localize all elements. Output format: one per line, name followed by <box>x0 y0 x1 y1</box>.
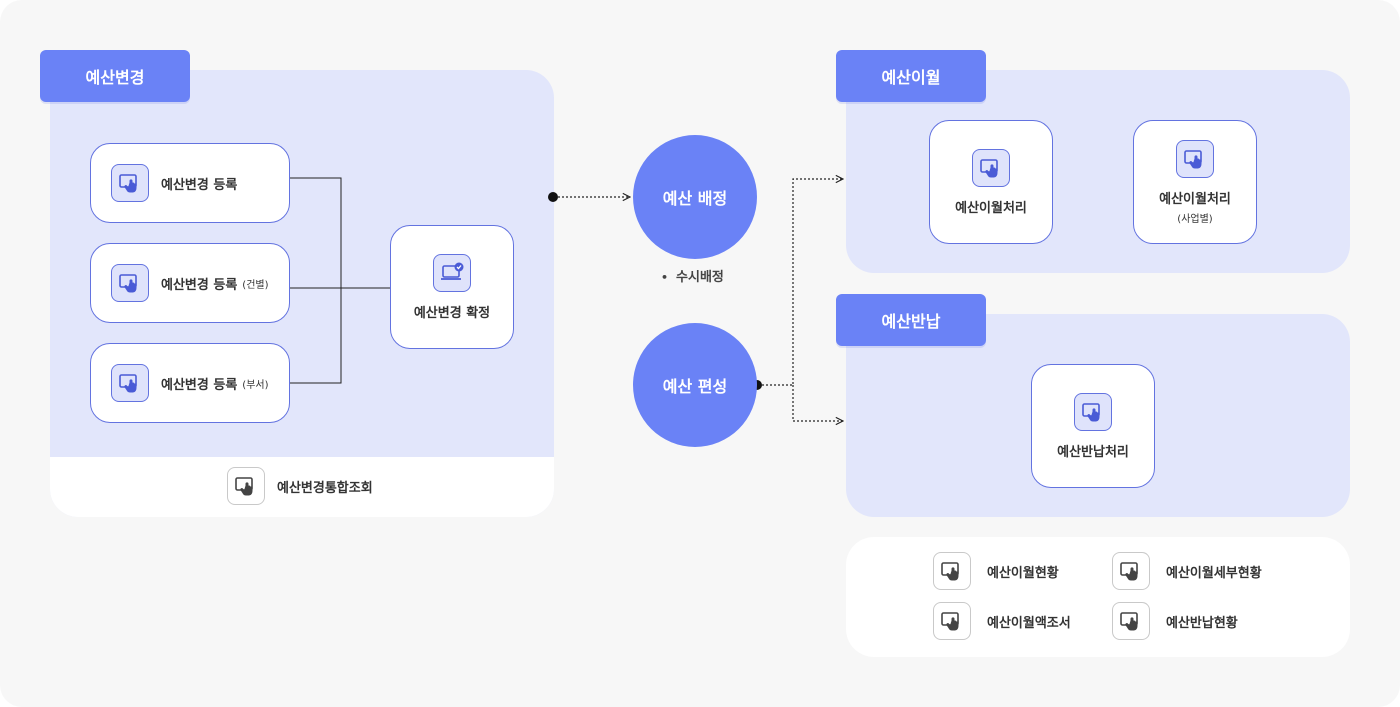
change-register-card[interactable]: 예산변경 등록 <box>90 143 290 223</box>
change-register-dept-card[interactable]: 예산변경 등록 (부서) <box>90 343 290 423</box>
report-carryover-statement[interactable]: 예산이월액조서 <box>933 602 1071 640</box>
change-confirm-card[interactable]: 예산변경 확정 <box>390 225 514 349</box>
report-label: 예산반납현황 <box>1166 615 1238 631</box>
report-label: 예산이월액조서 <box>987 615 1071 631</box>
carryover-process-card[interactable]: 예산이월처리 <box>929 120 1053 244</box>
hand-pointer-icon <box>1074 392 1112 431</box>
report-return-status[interactable]: 예산반납현황 <box>1112 602 1238 640</box>
carryover-process-project-card[interactable]: 예산이월처리 (사업별) <box>1133 120 1257 244</box>
hand-pointer-icon <box>111 264 149 302</box>
bullet-icon: • <box>661 271 669 284</box>
card-label: 예산변경 확정 <box>413 305 491 321</box>
report-label: 예산이월현황 <box>987 565 1059 581</box>
return-process-card[interactable]: 예산반납처리 <box>1031 364 1155 488</box>
card-sublabel: (사업별) <box>1177 213 1213 225</box>
allocation-note-text: 수시배정 <box>676 270 724 285</box>
card-sublabel: (부서) <box>242 379 269 391</box>
change-register-case-card[interactable]: 예산변경 등록 (건별) <box>90 243 290 323</box>
allocation-note: • 수시배정 <box>661 266 724 285</box>
reports-panel <box>846 537 1350 657</box>
card-label: 예산변경 등록 <box>161 377 238 393</box>
card-label: 예산이월처리 <box>1159 191 1231 207</box>
compilation-node[interactable]: 예산 편성 <box>633 323 757 447</box>
hand-pointer-icon <box>111 364 149 402</box>
report-carryover-detail-status[interactable]: 예산이월세부현황 <box>1112 552 1262 590</box>
compilation-label: 예산 편성 <box>662 377 728 396</box>
card-label: 예산변경 등록 <box>161 277 238 293</box>
laptop-check-icon <box>433 253 471 292</box>
card-label: 예산이월처리 <box>955 200 1027 216</box>
change-panel-footer <box>50 457 554 517</box>
hand-pointer-icon <box>1176 139 1214 178</box>
allocation-label: 예산 배정 <box>662 189 728 208</box>
hand-pointer-icon <box>972 148 1010 187</box>
hand-pointer-icon <box>111 164 149 202</box>
card-label: 예산반납처리 <box>1057 444 1129 460</box>
hand-pointer-icon <box>227 467 265 505</box>
card-sublabel: (건별) <box>242 279 269 291</box>
carryover-tag: 예산이월 <box>836 50 986 102</box>
hand-pointer-icon <box>933 552 971 590</box>
footer-label: 예산변경통합조회 <box>277 480 373 496</box>
return-tag: 예산반납 <box>836 294 986 346</box>
hand-pointer-icon <box>1112 552 1150 590</box>
change-tag: 예산변경 <box>40 50 190 102</box>
change-integrated-inquiry[interactable]: 예산변경통합조회 <box>227 467 373 505</box>
report-carryover-status[interactable]: 예산이월현황 <box>933 552 1059 590</box>
allocation-node[interactable]: 예산 배정 <box>633 135 757 259</box>
hand-pointer-icon <box>1112 602 1150 640</box>
hand-pointer-icon <box>933 602 971 640</box>
card-label: 예산변경 등록 <box>161 177 238 193</box>
report-label: 예산이월세부현황 <box>1166 565 1262 581</box>
